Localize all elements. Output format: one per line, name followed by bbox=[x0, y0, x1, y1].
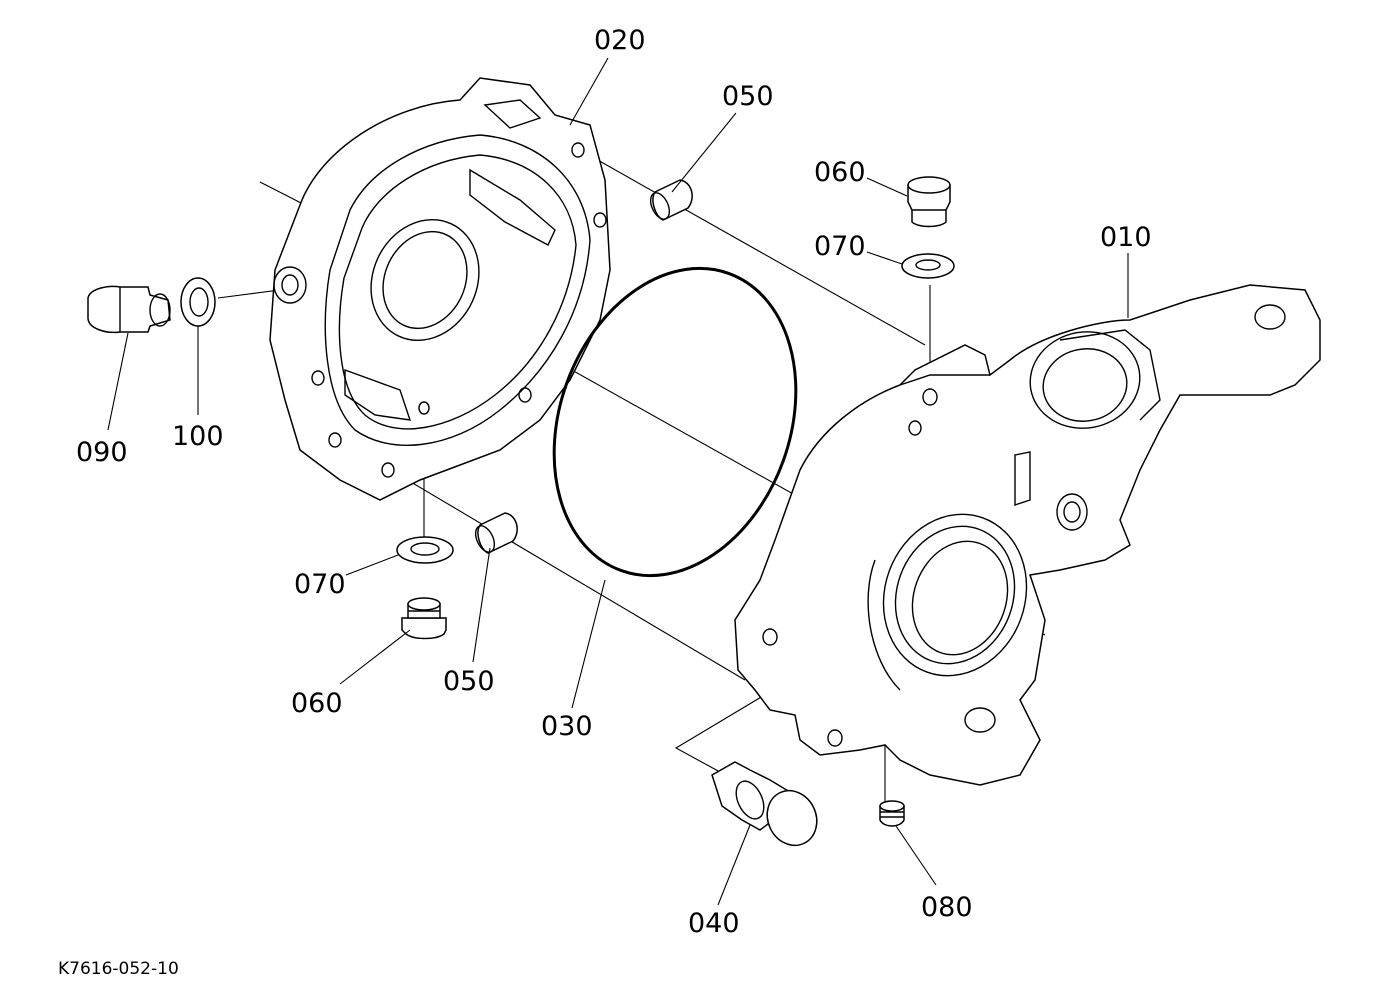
part-090-plug[interactable] bbox=[87, 285, 171, 334]
leader-lines bbox=[107, 57, 1129, 906]
label-100: 100 bbox=[172, 421, 224, 452]
part-labels: 020 050 060 070 010 090 100 070 060 050 … bbox=[76, 25, 1152, 939]
part-050-pin-bottom[interactable] bbox=[472, 512, 518, 555]
label-050-bottom: 050 bbox=[443, 666, 495, 697]
part-020-case-cover[interactable] bbox=[269, 77, 611, 501]
label-060-top: 060 bbox=[814, 157, 866, 188]
label-030: 030 bbox=[541, 711, 593, 742]
label-070-top: 070 bbox=[814, 231, 866, 262]
label-090: 090 bbox=[76, 437, 128, 468]
label-020: 020 bbox=[594, 25, 646, 56]
part-030-o-ring[interactable] bbox=[513, 234, 837, 610]
label-080: 080 bbox=[921, 892, 973, 923]
part-040-plug[interactable] bbox=[711, 761, 826, 854]
part-060-plug-bottom[interactable] bbox=[401, 597, 447, 640]
part-080-set-screw[interactable] bbox=[879, 800, 905, 827]
label-060-bottom: 060 bbox=[291, 688, 343, 719]
part-070-washer-top[interactable] bbox=[901, 253, 955, 279]
part-050-pin-top[interactable] bbox=[647, 179, 693, 222]
part-010-housing[interactable] bbox=[734, 284, 1321, 786]
label-040: 040 bbox=[688, 908, 740, 939]
label-050-top: 050 bbox=[722, 81, 774, 112]
part-070-washer-bottom[interactable] bbox=[396, 536, 454, 564]
diagram-reference: K7616-052-10 bbox=[58, 959, 179, 979]
part-060-plug-top[interactable] bbox=[907, 176, 951, 228]
label-010: 010 bbox=[1100, 222, 1152, 253]
label-070-bottom: 070 bbox=[294, 569, 346, 600]
part-100-washer[interactable] bbox=[180, 277, 216, 327]
